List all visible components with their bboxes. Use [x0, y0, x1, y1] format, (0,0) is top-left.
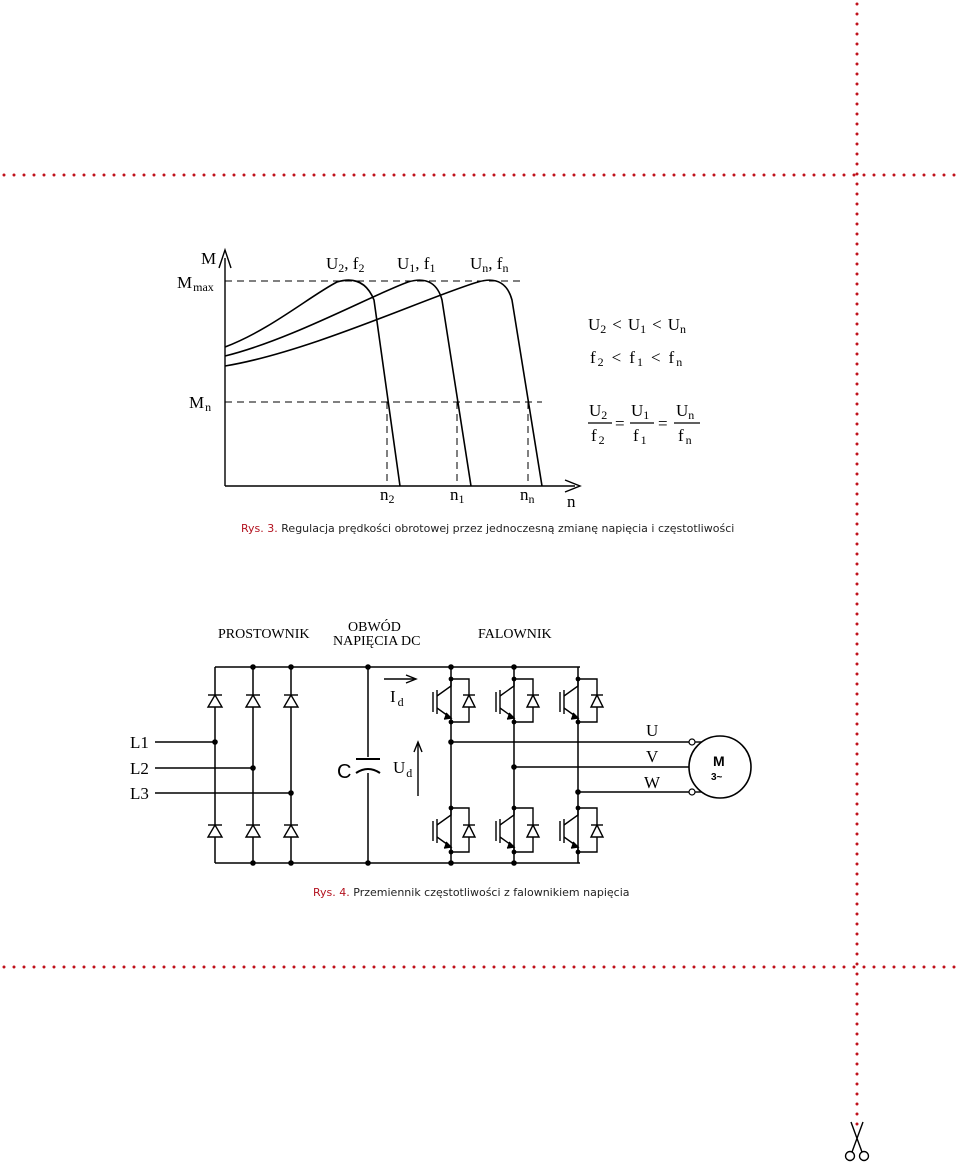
speed-label-nn: nn — [520, 485, 535, 506]
axis-n-label: n — [567, 492, 576, 511]
header-dc-link-1: OBWÓD — [348, 618, 401, 635]
svg-text:fn: fn — [678, 426, 692, 447]
voltage-arrow — [413, 740, 423, 796]
phase-label-w: W — [644, 773, 661, 792]
current-arrow — [384, 674, 418, 684]
motor-label: M — [713, 753, 725, 769]
motor-symbol — [688, 735, 752, 799]
line-label-l3: L3 — [130, 784, 149, 803]
curve-label-2: U1, f1 — [397, 254, 435, 275]
figure3-caption: Rys. 3. Regulacja prędkości obrotowej pr… — [241, 522, 734, 535]
line-label-l1: L1 — [130, 733, 149, 752]
dotted-border — [2, 2, 958, 1132]
y-axis-arrow — [218, 247, 232, 269]
header-inverter: FALOWNIK — [478, 627, 552, 642]
motor-sub-label: 3~ — [711, 772, 723, 783]
figure-torque-speed: M Mmax Mn n U2, f2 U1, f1 Un, fn n2 n1 n… — [177, 247, 734, 535]
scissors-icon — [844, 1121, 870, 1162]
svg-text:f1: f1 — [633, 426, 647, 447]
relation-voltage: U2<U1<Un — [588, 315, 686, 336]
speed-label-n1: n1 — [450, 485, 465, 506]
curve-u1-f1 — [224, 279, 472, 487]
svg-text:U2: U2 — [589, 401, 607, 422]
m-n-sub: n — [205, 400, 211, 414]
svg-text:Mmax: Mmax — [177, 273, 214, 294]
svg-text:U1: U1 — [631, 401, 649, 422]
figure-frequency-converter: PROSTOWNIK OBWÓD NAPIĘCIA DC FALOWNIK — [130, 618, 752, 899]
header-dc-link-2: NAPIĘCIA DC — [333, 634, 421, 649]
svg-text:f2: f2 — [591, 426, 605, 447]
voltage-label: Ud — [393, 758, 412, 780]
svg-text:=: = — [658, 414, 668, 433]
m-max-sub: max — [193, 280, 214, 294]
reference-lines — [225, 280, 542, 486]
phase-label-u: U — [646, 721, 658, 740]
svg-text:=: = — [615, 414, 625, 433]
curve-un-fn — [224, 279, 543, 487]
speed-label-n2: n2 — [380, 485, 395, 506]
curve-u2-f2 — [224, 279, 401, 487]
m-n-label: M — [189, 393, 204, 412]
line-label-l2: L2 — [130, 759, 149, 778]
phase-label-v: V — [646, 747, 659, 766]
rectifier-diodes — [206, 693, 300, 838]
axis-m-label: M — [201, 249, 216, 268]
capacitor-symbol — [355, 758, 381, 774]
igbt-switches — [432, 678, 605, 853]
figure4-caption: Rys. 4. Przemiennik częstotliwości z fal… — [313, 886, 630, 899]
curve-label-1: U2, f2 — [326, 254, 364, 275]
capacitor-label: C — [337, 761, 351, 783]
m-max-label: M — [177, 273, 192, 292]
x-axis-arrow — [564, 479, 582, 493]
header-rectifier: PROSTOWNIK — [218, 627, 310, 642]
curve-label-3: Un, fn — [470, 254, 508, 275]
svg-text:Mn: Mn — [189, 393, 211, 414]
svg-text:Un: Un — [676, 401, 694, 422]
